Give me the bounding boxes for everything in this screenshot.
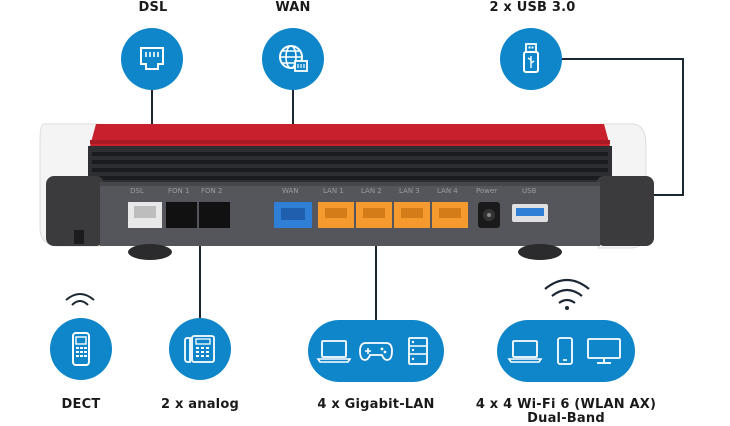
port-label-lan1: LAN 1 <box>323 187 344 195</box>
lan-connector-line <box>375 228 377 320</box>
port-label-fon2: FON 2 <box>201 187 223 195</box>
analog-connector-line <box>199 228 201 318</box>
usb-connector-line-h1 <box>561 58 683 60</box>
port-label-fon1: FON 1 <box>168 187 190 195</box>
lan-devices-pill <box>308 320 444 382</box>
monitor-icon <box>587 338 621 364</box>
wan-connector-line <box>292 88 294 200</box>
dect-phone-icon <box>72 332 90 366</box>
port-label-lan4: LAN 4 <box>437 187 458 195</box>
wifi-signal-icon <box>544 278 590 310</box>
wifi-label-line2: Dual-Band <box>527 411 605 426</box>
wan-icon-circle <box>262 28 324 90</box>
analog-icon-circle <box>169 318 231 380</box>
dsl-connector-line <box>151 88 153 198</box>
port-label-power: Power <box>476 187 498 195</box>
landline-phone-icon <box>184 335 215 363</box>
usb-label: 2 x USB 3.0 <box>489 0 576 15</box>
ethernet-port-icon <box>140 47 164 70</box>
nas-server-icon <box>408 337 428 365</box>
wifi-laptop-icon <box>507 340 543 363</box>
smartphone-icon <box>557 337 573 365</box>
port-label-lan2: LAN 2 <box>361 187 382 195</box>
dsl-label: DSL <box>138 0 168 15</box>
wifi-signal-icon-dect <box>65 293 95 306</box>
wan-label: WAN <box>275 0 311 15</box>
wifi-devices-pill <box>497 320 635 382</box>
port-label-dsl: DSL <box>130 187 144 195</box>
globe-network-icon <box>279 45 308 72</box>
dect-label: DECT <box>61 397 101 412</box>
gigabit-lan-label: 4 x Gigabit-LAN <box>317 397 435 412</box>
port-label-wan: WAN <box>282 187 299 195</box>
analog-label: 2 x analog <box>161 397 239 412</box>
port-label-usb: USB <box>522 187 537 195</box>
laptop-icon <box>316 340 352 363</box>
dsl-icon-circle <box>121 28 183 90</box>
port-label-lan3: LAN 3 <box>399 187 420 195</box>
usb-connector-line-v <box>682 58 684 196</box>
usb-stick-icon <box>523 43 539 73</box>
wifi-label-line1: 4 x 4 Wi-Fi 6 (WLAN AX) <box>475 397 657 412</box>
gamepad-icon <box>359 342 393 361</box>
usb-connector-line-h2 <box>620 194 684 196</box>
